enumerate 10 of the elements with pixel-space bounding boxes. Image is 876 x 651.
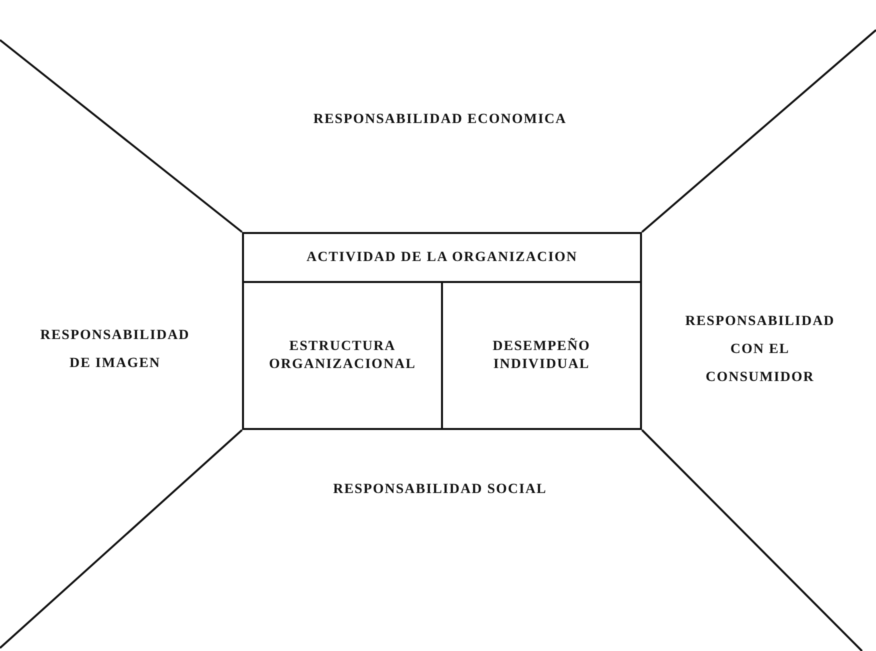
region-label: RESPONSABILIDAD SOCIAL — [333, 481, 547, 499]
panel-label: ACTIVIDAD DE LA ORGANIZACION — [306, 248, 578, 266]
region-label: RESPONSABILIDAD CON EL CONSUMIDOR — [684, 313, 836, 387]
region-label: RESPONSABILIDAD DE IMAGEN — [39, 327, 191, 373]
panel-label: DESEMPEÑO INDIVIDUAL — [492, 338, 592, 373]
region-label: RESPONSABILIDAD ECONOMICA — [313, 111, 567, 129]
header-band — [242, 232, 642, 283]
room-panel — [242, 281, 443, 430]
room-panel — [441, 281, 642, 430]
panel-label: ESTRUCTURA ORGANIZACIONAL — [268, 338, 417, 373]
